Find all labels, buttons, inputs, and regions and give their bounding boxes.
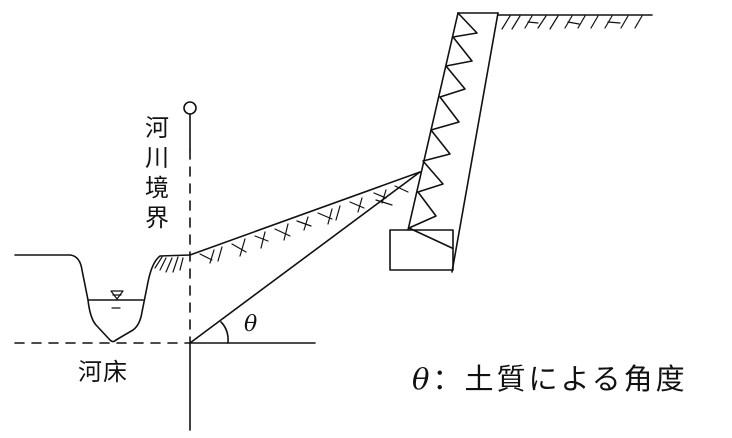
river-boundary-char: 川 — [145, 144, 169, 172]
angle-line — [189, 171, 421, 344]
bank-hatching — [154, 256, 184, 273]
legend-text: 土質による角度 — [464, 362, 688, 396]
angle-arc — [220, 321, 229, 344]
water-level — [88, 290, 144, 309]
wall-footing — [389, 229, 454, 271]
ground-slope — [189, 171, 421, 264]
boundary-marker-icon — [183, 101, 197, 115]
river-bed-label: 河床 — [78, 358, 128, 386]
river-boundary-label: 河 川 境 界 — [140, 113, 174, 233]
legend-symbol: θ — [412, 362, 433, 396]
top-ground — [497, 14, 653, 30]
legend: θ：土質による角度 — [412, 356, 688, 398]
river-boundary-char: 河 — [145, 114, 169, 142]
angle-symbol: θ — [244, 312, 258, 337]
river-boundary-char: 境 — [145, 174, 169, 202]
river-boundary-line — [183, 101, 197, 431]
legend-separator: ： — [432, 362, 465, 396]
river-channel — [14, 254, 191, 343]
river-boundary-char: 界 — [145, 204, 169, 232]
retaining-wall — [389, 12, 499, 273]
